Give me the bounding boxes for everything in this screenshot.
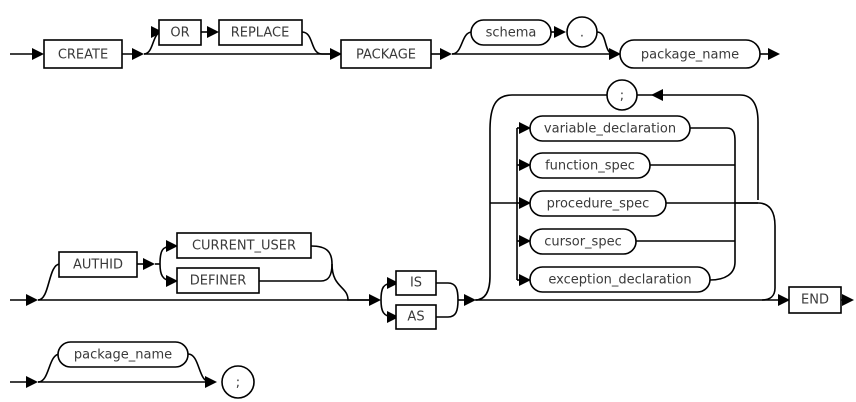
node-end-box — [788, 286, 842, 314]
node-replace-label: REPLACE — [231, 26, 290, 41]
arrow-into-package — [330, 48, 342, 60]
rail-up-to-schema — [451, 31, 473, 55]
arrow-into-function-spec — [519, 159, 531, 171]
rail-loop-left — [489, 94, 607, 131]
arrow-into-dot — [554, 26, 566, 38]
node-definer-box — [176, 267, 260, 294]
arrow-row2-entry — [26, 294, 38, 306]
node-is-label: IS — [410, 276, 422, 291]
node-definer-label: DEFINER — [190, 274, 247, 289]
node-current-user-label: CURRENT_USER — [192, 239, 296, 254]
node-current-user-box — [176, 232, 312, 259]
arrow-after-create — [132, 48, 144, 60]
arrow-into-replace — [207, 26, 219, 38]
arrow-into-is-as-fork — [369, 294, 381, 306]
arrow-after-package — [440, 48, 452, 60]
arrow-into-exception-declaration — [519, 274, 531, 286]
arrow-into-current-user — [166, 240, 178, 252]
arrow-into-terminator — [205, 376, 217, 388]
node-exception-declaration-label: exception_declaration — [548, 273, 691, 288]
arrow-into-procedure-spec — [519, 197, 531, 209]
rail-up-to-authid — [37, 263, 61, 301]
arrow-into-cursor-spec — [519, 235, 531, 247]
arrow-into-as — [387, 311, 399, 323]
node-terminator-circle — [221, 365, 255, 399]
node-package-label: PACKAGE — [356, 48, 416, 63]
node-as-label: AS — [407, 310, 424, 325]
node-or-label: OR — [170, 26, 189, 41]
arrow-into-create — [32, 48, 44, 60]
node-schema-label: schema — [486, 26, 537, 41]
arrow-after-authid — [143, 258, 155, 270]
arrow-after-isas — [464, 294, 476, 306]
node-variable-declaration-label: variable_declaration — [544, 122, 676, 137]
rail-choice-exit-down — [735, 202, 776, 301]
arrow-row2-exit — [842, 294, 854, 306]
arrow-row1-exit — [768, 48, 780, 60]
node-terminator-label: ; — [236, 376, 240, 391]
rail-choice-entry-spine — [474, 130, 491, 301]
rail-loop-right — [637, 94, 759, 200]
rail-exception-exit — [709, 200, 736, 281]
node-semicolon-loop-label: ; — [620, 89, 624, 104]
arrow-into-package-name — [609, 48, 621, 60]
arrow-into-is — [387, 277, 399, 289]
arrow-into-variable-declaration — [519, 122, 531, 134]
arrow-row3-entry — [26, 376, 38, 388]
rail-is-merge — [436, 282, 459, 301]
rail-authid-group-down — [331, 263, 375, 301]
rail-definer-merge — [259, 263, 333, 282]
rail-replace-down — [301, 31, 330, 55]
node-end-label: END — [801, 293, 829, 308]
arrow-loop-back — [651, 89, 663, 101]
node-create-label: CREATE — [58, 48, 108, 63]
node-dot-label: . — [580, 26, 584, 41]
arrow-into-or — [151, 26, 163, 38]
node-is-box — [395, 270, 437, 296]
node-package-name-label: package_name — [641, 48, 739, 63]
node-package-box — [340, 39, 432, 69]
arrow-into-definer — [166, 275, 178, 287]
node-function-spec-label: function_spec — [545, 159, 635, 174]
node-package-name-end-label: package_name — [74, 348, 172, 363]
node-cursor-spec-label: cursor_spec — [544, 235, 621, 250]
node-procedure-spec-label: procedure_spec — [547, 197, 650, 212]
rail-current-user-merge — [310, 245, 333, 265]
rail-up-to-pkgname-end — [37, 353, 61, 383]
rail-as-merge — [436, 299, 459, 318]
rail-variable-exit — [690, 127, 736, 200]
node-authid-box — [58, 251, 138, 278]
node-authid-label: AUTHID — [73, 258, 123, 273]
arrow-into-end — [778, 294, 790, 306]
